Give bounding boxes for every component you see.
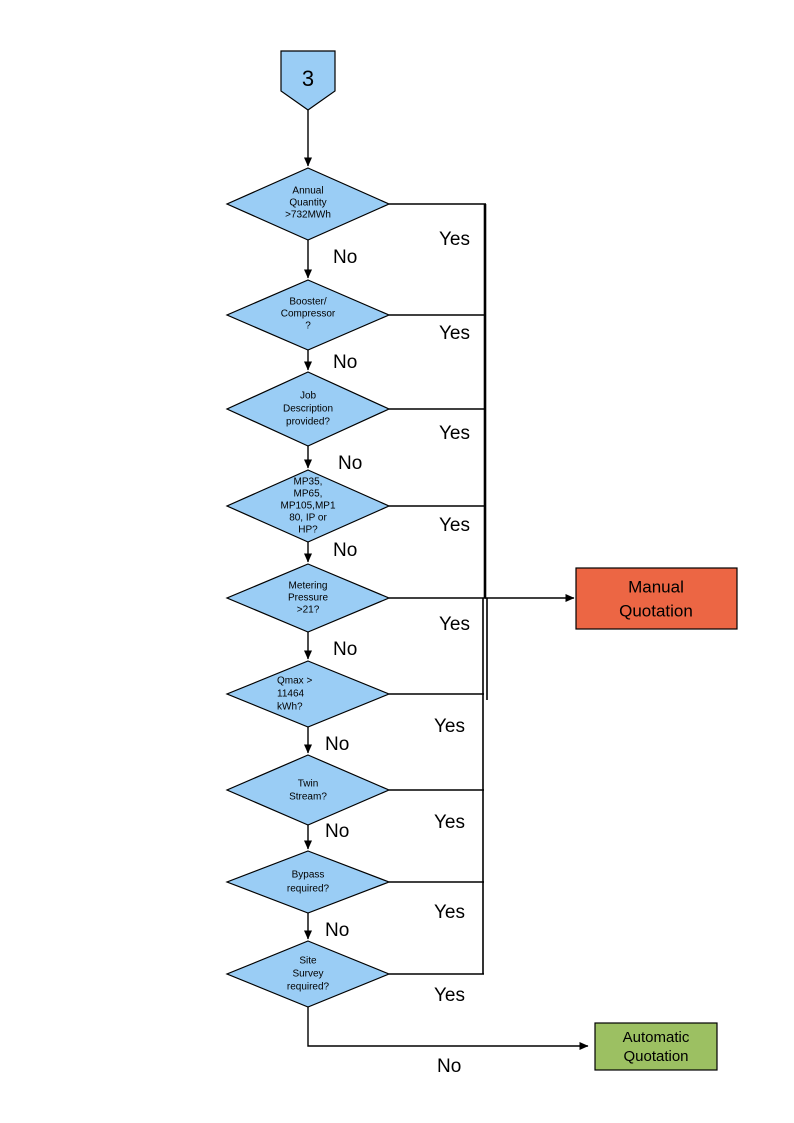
decision-label-line-3: required? [287,982,330,993]
decision-site-survey[interactable]: Site Survey required? [225,940,391,1008]
decision-label-line-1: Qmax > [277,676,312,687]
decision-label-line-2: Quantity [289,198,326,209]
decision-label-line-3: provided? [286,417,330,428]
edge-label-job-description-no: No [338,453,362,474]
decision-label-line-2: Survey [292,969,323,980]
decision-label-line-1: Annual [292,186,323,197]
decision-label-line-3: >732MWh [285,210,331,221]
automatic-quotation-label-line-2: Quotation [623,1048,688,1065]
edge-label-bypass-required-no: No [325,920,349,941]
decision-label-line-4: 80, IP or [289,513,327,524]
decision-twin-stream[interactable]: Twin Stream? [225,754,391,826]
decision-diamond-shape [225,660,391,728]
decision-label-line-3: ? [305,321,311,332]
edge-label-bypass-required-yes: Yes [434,902,465,923]
edge-label-annual-quantity-no: No [333,247,357,268]
edge-label-job-description-yes: Yes [439,423,470,444]
edge-label-qmax-yes: Yes [434,716,465,737]
decision-annual-quantity[interactable]: Annual Quantity >732MWh [225,167,391,241]
edge-label-booster-compressor-yes: Yes [439,323,470,344]
decision-label-line-2: Stream? [289,792,327,803]
connector-pentagon-shape [280,50,336,111]
edge-label-metering-pressure-no: No [333,639,357,660]
decision-diamond-shape [225,754,391,826]
outcome-automatic-quotation[interactable]: Automatic Quotation [594,1022,718,1071]
decision-label-line-2: Description [283,404,333,415]
decision-label-line-2: Pressure [288,593,328,604]
manual-quotation-label-line-1: Manual [628,577,684,596]
decision-label-line-2: 11464 [277,689,305,700]
decision-label-line-1: Bypass [292,870,325,881]
entry-connector-3[interactable]: 3 [280,50,336,111]
decision-label-line-2: MP65, [294,489,323,500]
outcome-manual-quotation[interactable]: Manual Quotation [575,567,738,630]
decision-diamond-shape [225,850,391,914]
manual-quotation-box [575,567,738,630]
decision-job-description[interactable]: Job Description provided? [225,371,391,447]
edge-label-site-survey-yes: Yes [434,985,465,1006]
edge-label-booster-compressor-no: No [333,352,357,373]
edge-label-twin-stream-no: No [325,821,349,842]
edge-label-mp-type-no: No [333,540,357,561]
decision-qmax[interactable]: Qmax > 11464 kWh? [225,660,391,728]
decision-mp-type[interactable]: MP35, MP65, MP105,MP1 80, IP or HP? [225,469,391,543]
edge-label-annual-quantity-yes: Yes [439,229,470,250]
decision-metering-pressure[interactable]: Metering Pressure >21? [225,563,391,633]
edge-label-metering-pressure-yes: Yes [439,614,470,635]
connector-label: 3 [302,66,314,91]
decision-label-line-3: kWh? [277,702,303,713]
decision-label-line-1: Twin [298,779,319,790]
decision-booster-compressor[interactable]: Booster/ Compressor ? [225,279,391,351]
edge-label-mp-type-yes: Yes [439,515,470,536]
decision-label-line-3: MP105,MP1 [280,501,335,512]
decision-label-line-1: Job [300,391,317,402]
decision-label-line-5: HP? [298,525,318,536]
manual-quotation-label-line-2: Quotation [619,601,693,620]
decision-label-line-2: Compressor [281,309,336,320]
decision-label-line-2: required? [287,884,330,895]
decision-label-line-1: Booster/ [289,297,326,308]
decision-bypass-required[interactable]: Bypass required? [225,850,391,914]
decision-label-line-1: MP35, [294,477,323,488]
edge-label-site-survey-no: No [437,1056,461,1077]
decision-label-line-1: Site [299,956,317,967]
decision-label-line-1: Metering [289,581,328,592]
edge-label-twin-stream-yes: Yes [434,812,465,833]
edge-site-survey-no-to-automatic [307,1007,589,1050]
edge-label-qmax-no: No [325,734,349,755]
automatic-quotation-label-line-1: Automatic [623,1029,690,1046]
decision-label-line-3: >21? [297,605,320,616]
automatic-quotation-box [594,1022,718,1071]
